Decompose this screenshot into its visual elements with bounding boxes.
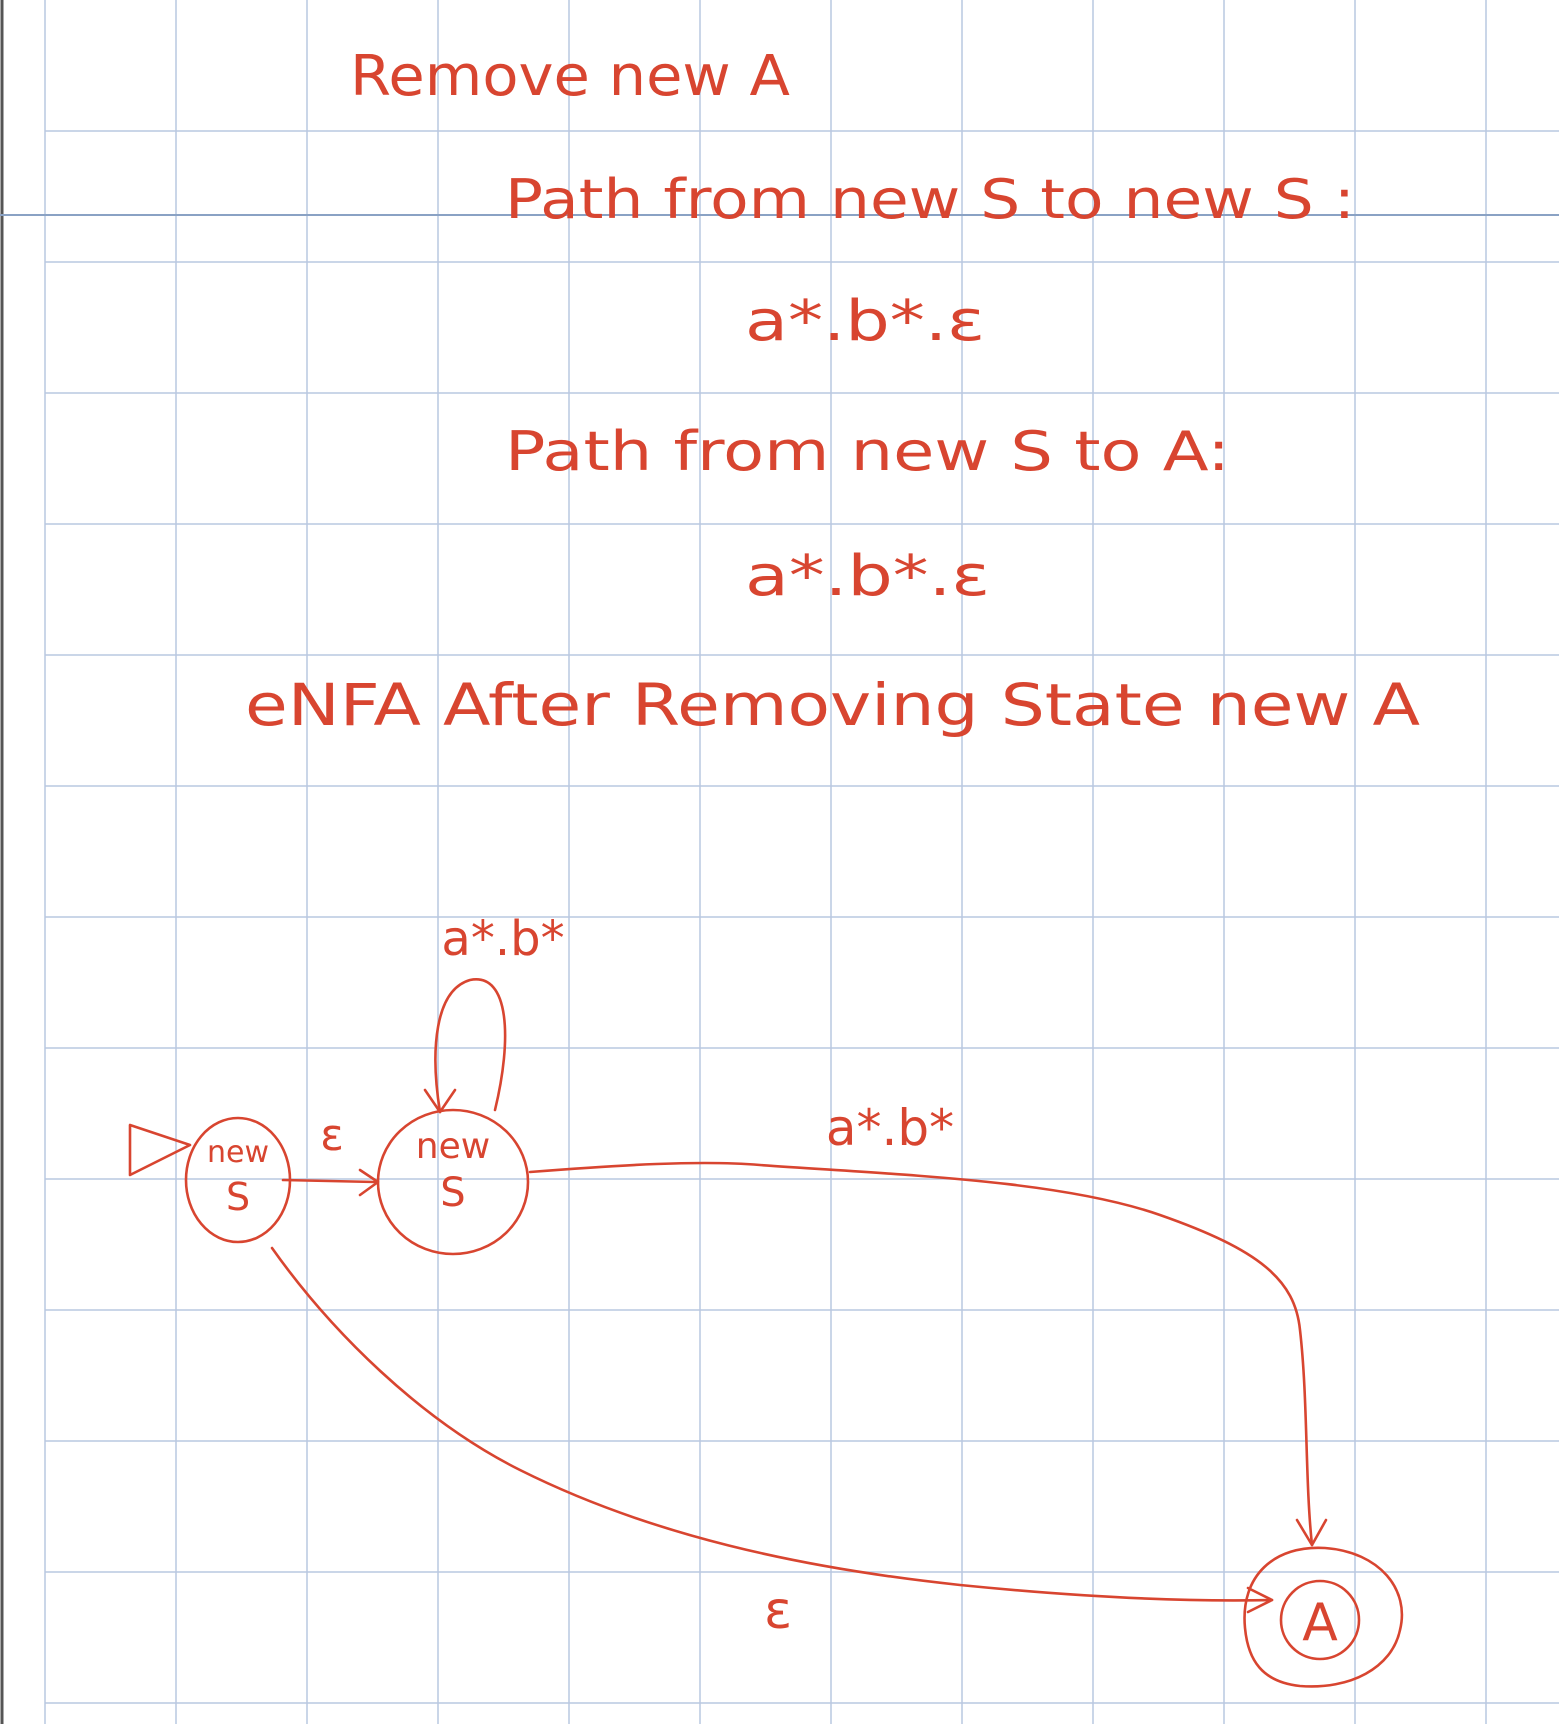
path1-label: Path from new S to new S : bbox=[505, 168, 1355, 231]
state-start: new S bbox=[184, 1116, 292, 1244]
transition-start-to-final-label: ε bbox=[764, 1581, 792, 1641]
state-mid-line1: new bbox=[416, 1126, 490, 1167]
diagram-title: eNFA After Removing State new A bbox=[245, 671, 1420, 739]
path2-label: Path from new S to A: bbox=[505, 420, 1230, 483]
state-final-label: A bbox=[1302, 1593, 1338, 1653]
grid-lines bbox=[44, 0, 1559, 1724]
state-start-line2: S bbox=[226, 1175, 250, 1219]
transition-start-to-mid: ε bbox=[281, 1110, 380, 1197]
state-final: A bbox=[1243, 1546, 1404, 1688]
transition-mid-to-final-label: a*.b* bbox=[826, 1099, 954, 1157]
transition-self-loop-label: a*.b* bbox=[441, 911, 564, 967]
transition-mid-self-loop: a*.b* bbox=[423, 911, 565, 1114]
state-mid-line2: S bbox=[440, 1170, 465, 1216]
state-mid: new S bbox=[376, 1108, 530, 1256]
path2-expression: a*.b*.ε bbox=[745, 544, 990, 609]
state-start-line1: new bbox=[207, 1135, 269, 1170]
heading-text: Remove new A bbox=[350, 44, 790, 109]
transition-start-to-mid-label: ε bbox=[320, 1110, 344, 1161]
transition-start-to-final: ε bbox=[270, 1246, 1274, 1641]
transition-mid-to-final: a*.b* bbox=[528, 1099, 1328, 1547]
path1-expression: a*.b*.ε bbox=[745, 289, 985, 354]
start-arrow bbox=[128, 1123, 192, 1177]
